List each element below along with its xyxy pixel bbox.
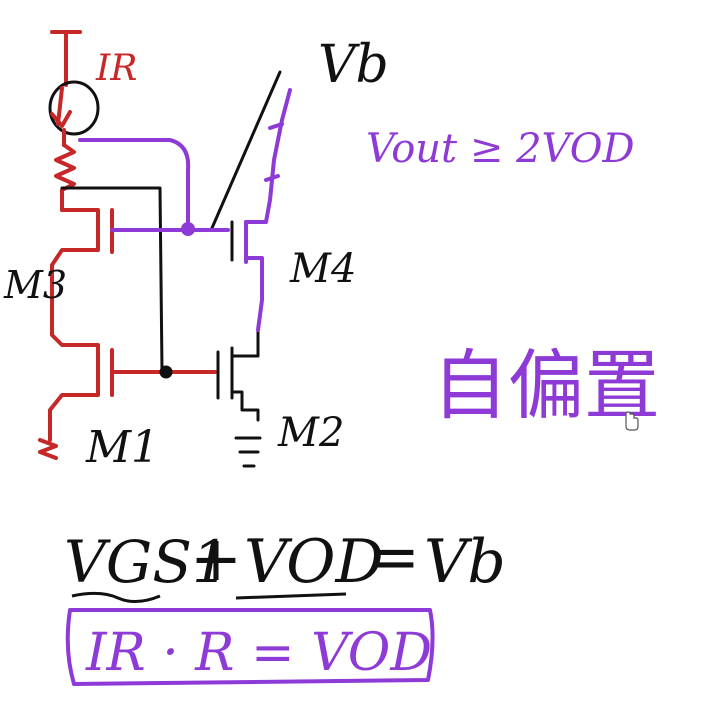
black-wires [60,70,282,468]
ground-icon [38,438,58,460]
label-m1: M1 [85,422,159,473]
ground-icon-m2 [234,436,262,468]
label-m3: M3 [3,263,67,307]
current-source-icon [48,80,100,136]
label-m2: M2 [277,410,344,456]
eq1-mid: VOD [244,527,384,597]
equation-2: IR · R = VOD [65,608,435,686]
resistor-icon [54,143,76,192]
label-current-ir: IR [95,48,137,89]
eq1-right: Vb [424,527,506,597]
eq2-box [65,608,435,686]
hand-cursor-icon [625,411,639,431]
purple-wires [78,88,292,332]
eq1-left: VGS1 [64,528,229,596]
eq2-text: IR · R = VOD [85,623,432,683]
eq1-underline-left [71,591,161,603]
label-vout-condition: Vout ≥ 2VOD [366,126,635,172]
eq1-underline-mid [235,592,347,600]
left-branch [38,30,217,460]
equation-1: VGS1 + VOD = Vb [64,520,506,603]
eq1-eq: = [368,520,420,593]
vb-line [210,70,282,230]
label-self-bias: 自偏置 [432,341,660,430]
eq1-plus: + [190,522,242,595]
label-m4: M4 [289,246,356,292]
label-vb-top: Vb [318,35,389,95]
